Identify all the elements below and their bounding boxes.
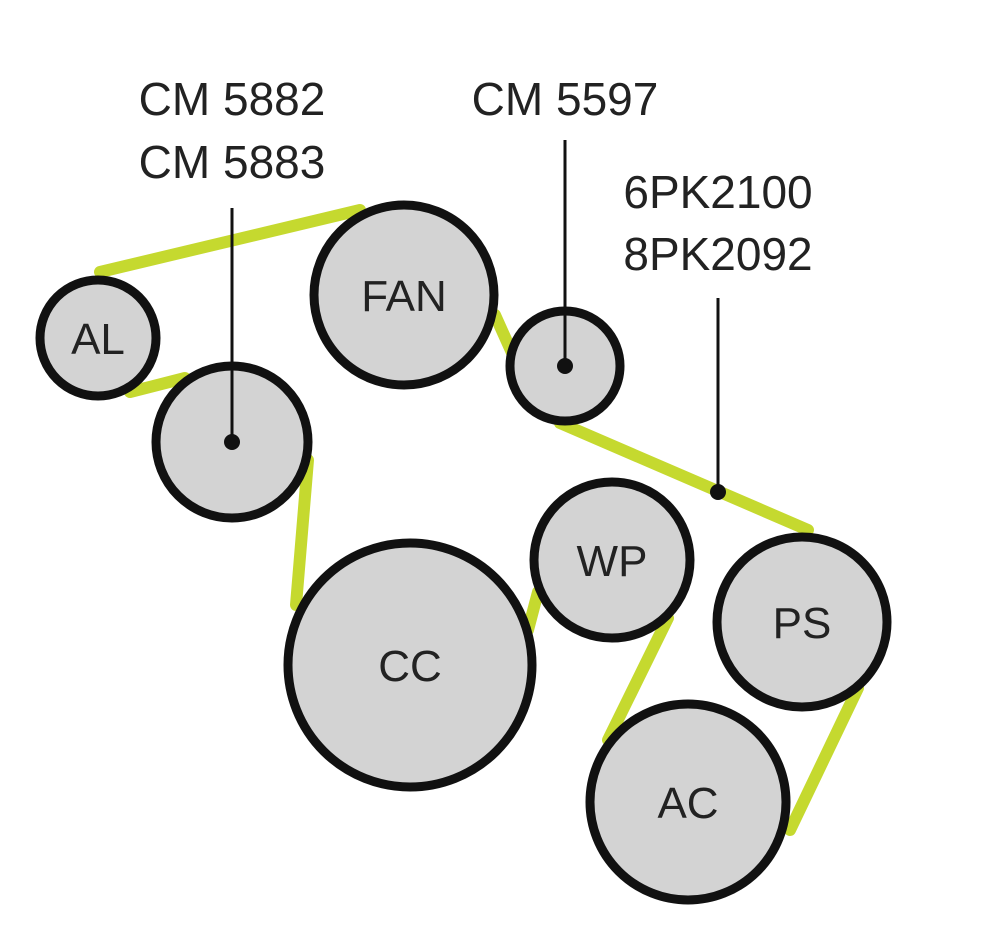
pulley-al [35,275,161,401]
callout-left-idler-line2: CM 5883 [139,136,326,188]
pulley-label-al: AL [71,315,125,364]
pulley-label-ac: AC [657,779,718,828]
pulley-label-cc: CC [378,642,442,691]
leaders [224,140,726,500]
belt-segment-al-fan [94,204,366,278]
callout-left-idler-line1: CM 5882 [139,73,326,125]
pulleys [35,200,892,905]
pulley-cc [283,538,537,792]
pulley-fan [309,200,499,390]
pulley-wp [529,477,695,643]
leader-dot-belt [710,484,726,500]
belt-segment-wp-ac [602,612,674,746]
belt-segment-cc-wp [522,586,544,636]
pulley-label-ps: PS [773,599,832,648]
callout-belt-line2: 8PK2092 [623,228,812,280]
pulley-label-wp: WP [577,537,648,586]
pulley-ps [712,532,892,712]
belt-segment-al-idler [124,372,191,398]
belt [94,204,864,836]
belt-segment-idler-cc [290,454,314,611]
callout-belt-line1: 6PK2100 [623,166,812,218]
leader-dot-left-idler [224,434,240,450]
leader-dot-right-idler [557,358,573,374]
pulley-label-fan: FAN [361,272,447,321]
pulley-ac [585,699,791,905]
belt-segment-ps-ac [784,682,864,836]
belt-segment-idler-ps [554,417,814,536]
callout-right-idler-line1: CM 5597 [472,73,659,125]
